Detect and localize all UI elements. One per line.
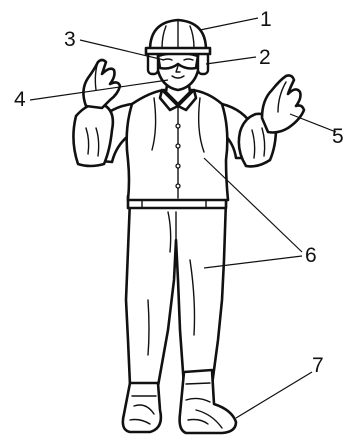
leader-line-7: [236, 372, 312, 418]
left-boot: [123, 383, 161, 432]
callout-1: 1: [260, 8, 272, 31]
callout-5: 5: [332, 125, 343, 148]
leader-line-1: [200, 18, 258, 30]
right-glove: [262, 76, 304, 133]
left-glove: [83, 60, 120, 108]
helmet: [146, 20, 210, 54]
left-arm: [73, 104, 132, 166]
right-boot: [180, 370, 236, 433]
leader-line-5: [290, 114, 336, 132]
callout-2: 2: [259, 46, 271, 69]
leader-line-2: [206, 57, 256, 64]
callout-4: 4: [14, 88, 26, 111]
callout-7: 7: [312, 354, 324, 377]
callout-6: 6: [305, 244, 317, 267]
trousers: [126, 200, 226, 386]
callout-3: 3: [64, 28, 76, 51]
